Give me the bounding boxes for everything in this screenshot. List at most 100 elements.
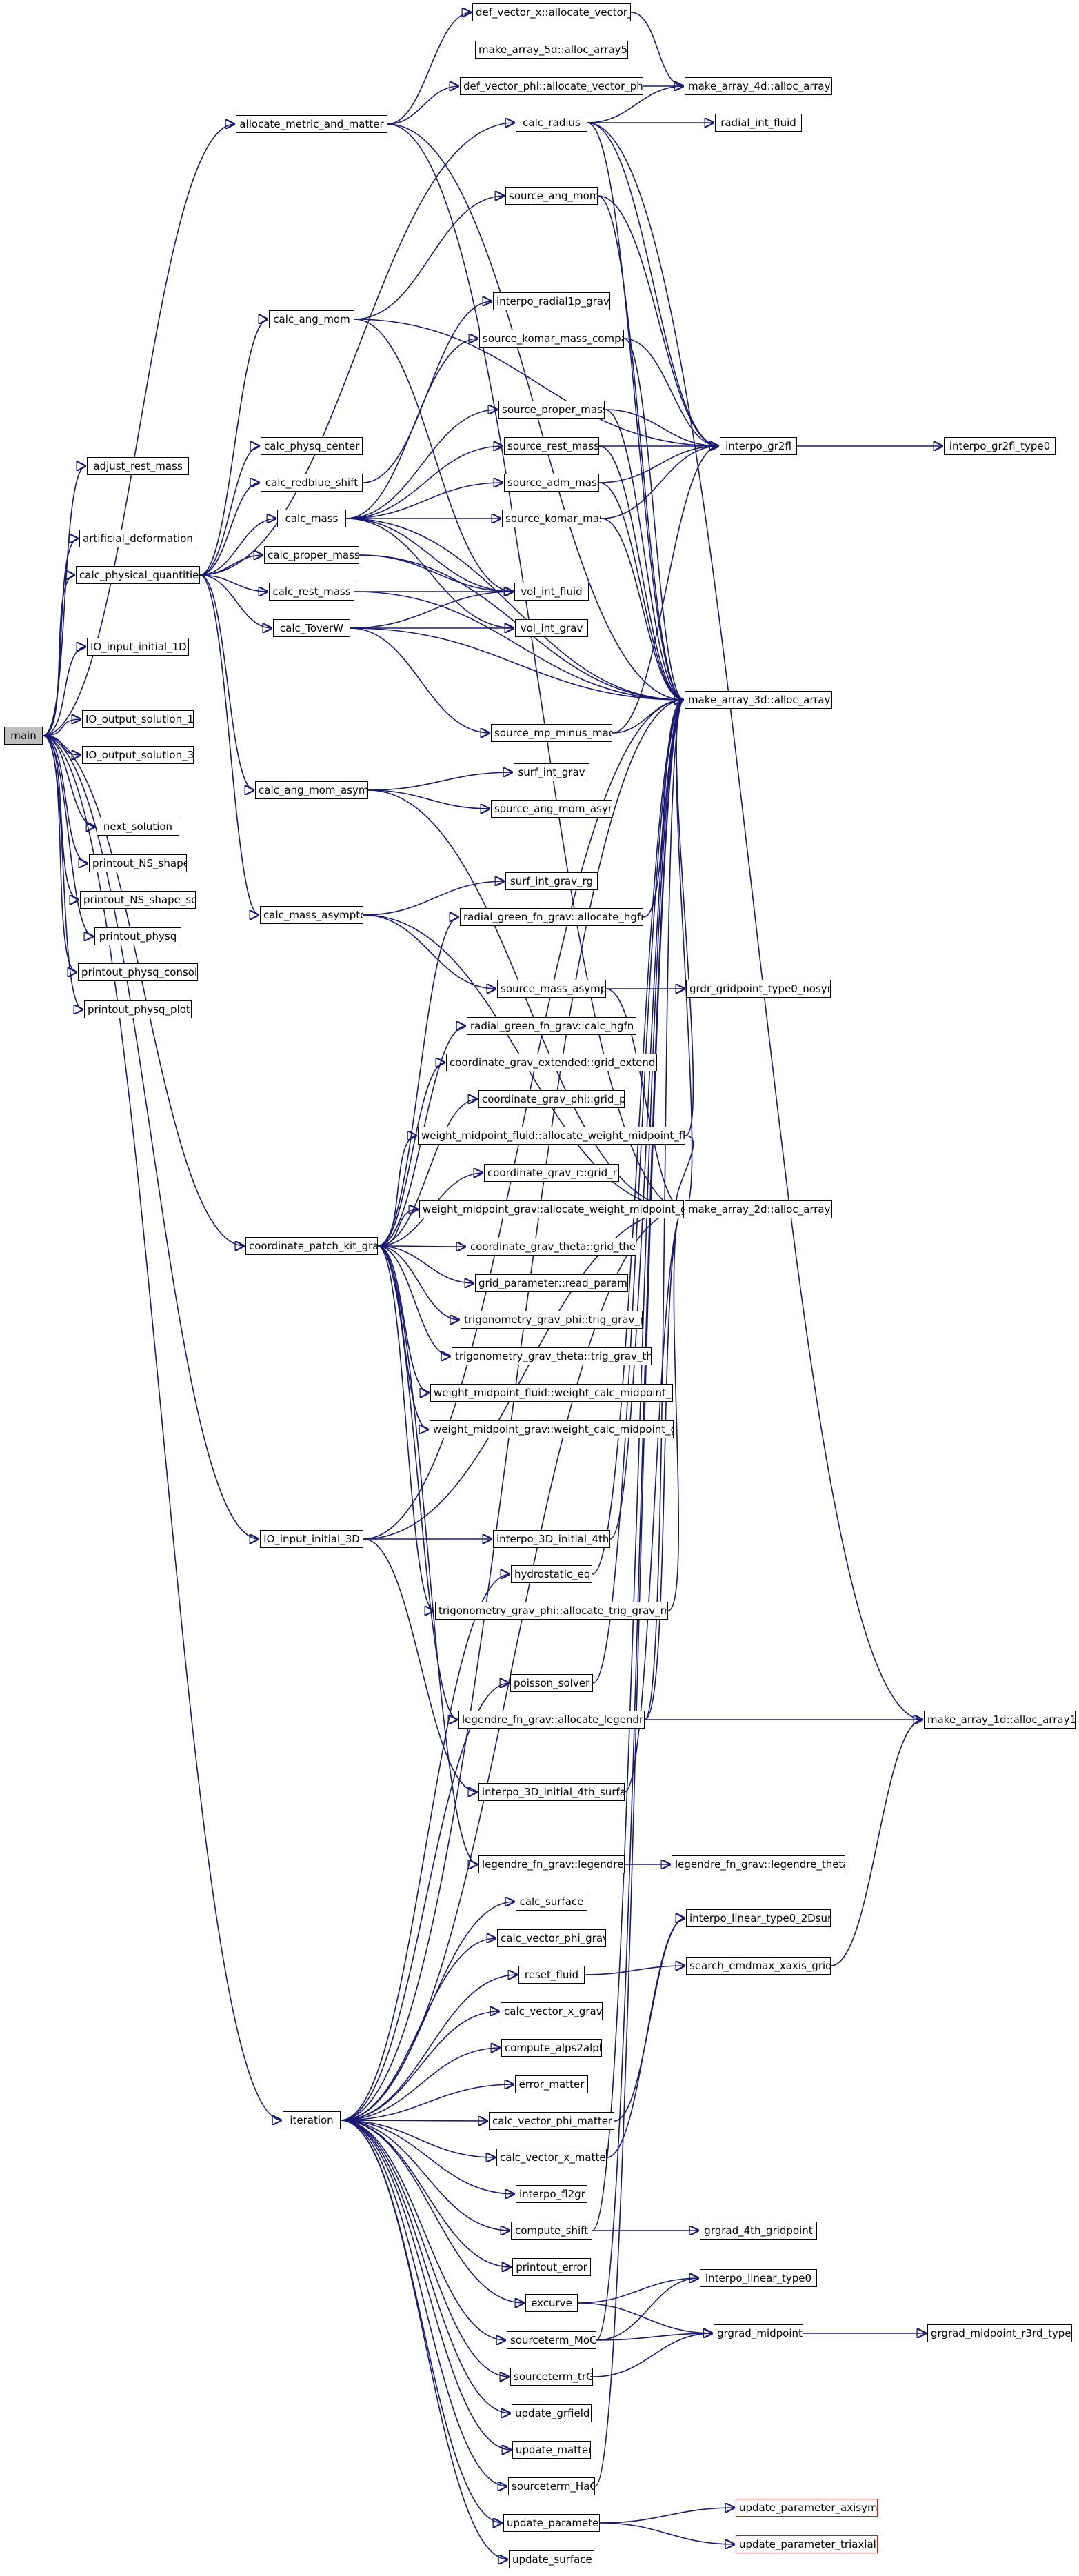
node-printout-physq-console[interactable]: printout_physq_console	[78, 963, 198, 981]
node-update-parameter-axisym[interactable]: update_parameter_axisym	[736, 2499, 878, 2517]
node-source-rest-mass[interactable]: source_rest_mass	[504, 437, 599, 455]
node-search-emdmax-xaxis-grid[interactable]: search_emdmax_xaxis_grid	[686, 1957, 831, 1975]
node-radial-int-fluid[interactable]: radial_int_fluid	[715, 114, 802, 132]
node-source-mp-minus-madm[interactable]: source_mp_minus_madm	[491, 724, 612, 742]
node-make-array-2d[interactable]: make_array_2d::alloc_array2d	[685, 1200, 832, 1218]
node-calc-rest-mass[interactable]: calc_rest_mass	[269, 583, 354, 601]
node-printout-physq[interactable]: printout_physq	[94, 927, 181, 945]
node-calc-radius[interactable]: calc_radius	[516, 114, 587, 132]
node-printout-physq-plot[interactable]: printout_physq_plot	[84, 1000, 192, 1018]
node-grgrad-midpoint[interactable]: grgrad_midpoint	[714, 2324, 803, 2342]
node-sourceterm-moc[interactable]: sourceterm_MoC	[507, 2331, 596, 2349]
node-allocate-metric-and-matter[interactable]: allocate_metric_and_matter	[236, 115, 387, 133]
node-printout-ns-shape-seq[interactable]: printout_NS_shape_seq	[80, 891, 196, 909]
node-adjust-rest-mass[interactable]: adjust_rest_mass	[87, 457, 189, 475]
node-interpo-radial1p-grav[interactable]: interpo_radial1p_grav	[493, 292, 610, 310]
node-read-parameter[interactable]: grid_parameter::read_parameter	[475, 1274, 628, 1292]
node-reset-fluid[interactable]: reset_fluid	[518, 1966, 585, 1984]
node-calc-physq-center[interactable]: calc_physq_center	[261, 437, 363, 455]
node-allocate-weight-midpoint-grav[interactable]: weight_midpoint_grav::allocate_weight_mi…	[419, 1200, 684, 1218]
node-interpo-3d-initial-4th-surface[interactable]: interpo_3D_initial_4th_surface	[478, 1783, 625, 1801]
node-trig-grav-phi[interactable]: trigonometry_grav_phi::trig_grav_phi	[461, 1311, 643, 1329]
node-calc-vector-phi-grav[interactable]: calc_vector_phi_grav	[497, 1929, 606, 1947]
node-calc-vector-x-matter[interactable]: calc_vector_x_matter	[496, 2149, 607, 2166]
node-source-ang-mom[interactable]: source_ang_mom	[505, 187, 598, 205]
node-calc-redblue-shift[interactable]: calc_redblue_shift	[261, 474, 363, 492]
node-update-surface[interactable]: update_surface	[509, 2550, 594, 2568]
node-radial-green-allocate-hgfn[interactable]: radial_green_fn_grav::allocate_hgfn	[460, 908, 643, 926]
node-allocate-weight-midpoint-fluid[interactable]: weight_midpoint_fluid::allocate_weight_m…	[418, 1127, 685, 1145]
node-iteration[interactable]: iteration	[283, 2111, 341, 2129]
node-grdr-gridpoint-type0-nosym[interactable]: grdr_gridpoint_type0_nosym	[686, 980, 831, 998]
node-legendre[interactable]: legendre_fn_grav::legendre	[478, 1855, 625, 1873]
node-calc-surface[interactable]: calc_surface	[516, 1893, 587, 1911]
node-compute-shift[interactable]: compute_shift	[511, 2222, 592, 2240]
node-error-matter[interactable]: error_matter	[515, 2075, 588, 2093]
node-source-ang-mom-asymp[interactable]: source_ang_mom_asymp	[491, 800, 612, 818]
node-def-vector-x[interactable]: def_vector_x::allocate_vector_x	[472, 3, 631, 21]
node-grid-extended[interactable]: coordinate_grav_extended::grid_extended	[446, 1054, 657, 1071]
node-weight-calc-midpoint-fluid[interactable]: weight_midpoint_fluid::weight_calc_midpo…	[430, 1384, 673, 1402]
node-interpo-linear-type0-2dsurf[interactable]: interpo_linear_type0_2Dsurf	[686, 1909, 831, 1927]
node-update-grfield[interactable]: update_grfield	[512, 2404, 592, 2422]
node-main[interactable]: main	[4, 727, 43, 745]
node-update-parameter[interactable]: update_parameter	[503, 2514, 600, 2532]
node-make-array-1d[interactable]: make_array_1d::alloc_array1d	[924, 1711, 1076, 1729]
node-source-komar-mass-compact[interactable]: source_komar_mass_compact	[479, 330, 624, 348]
node-grid-r[interactable]: coordinate_grav_r::grid_r	[484, 1164, 619, 1182]
node-grid-phi[interactable]: coordinate_grav_phi::grid_phi	[478, 1090, 625, 1108]
node-update-matter[interactable]: update_matter	[512, 2441, 591, 2459]
node-calc-ang-mom[interactable]: calc_ang_mom	[269, 310, 354, 328]
node-interpo-gr2fl[interactable]: interpo_gr2fl	[720, 437, 797, 455]
node-grid-theta[interactable]: coordinate_grav_theta::grid_theta	[467, 1238, 636, 1256]
node-calc-mass-asympto[interactable]: calc_mass_asympto	[260, 906, 363, 924]
node-interpo-gr2fl-type0[interactable]: interpo_gr2fl_type0	[944, 437, 1056, 455]
node-grgrad-4th-gridpoint[interactable]: grgrad_4th_gridpoint	[700, 2222, 817, 2240]
node-artificial-deformation[interactable]: artificial_deformation	[79, 530, 196, 547]
node-vol-int-grav[interactable]: vol_int_grav	[515, 619, 588, 637]
node-source-adm-mass[interactable]: source_adm_mass	[504, 474, 599, 492]
node-source-mass-asympto[interactable]: source_mass_asympto	[497, 980, 606, 998]
node-vol-int-fluid[interactable]: vol_int_fluid	[514, 583, 589, 601]
node-sourceterm-hac[interactable]: sourceterm_HaC	[508, 2477, 595, 2495]
node-printout-error[interactable]: printout_error	[512, 2258, 591, 2276]
node-weight-calc-midpoint-grav[interactable]: weight_midpoint_grav::weight_calc_midpoi…	[430, 1420, 674, 1438]
node-io-input-initial-3d[interactable]: IO_input_initial_3D	[260, 1530, 363, 1548]
node-sourceterm-trg[interactable]: sourceterm_trG	[510, 2368, 593, 2386]
node-legendre-theta[interactable]: legendre_fn_grav::legendre_theta	[672, 1855, 845, 1873]
node-next-solution[interactable]: next_solution	[97, 818, 179, 836]
node-excurve[interactable]: excurve	[525, 2294, 578, 2312]
node-radial-green-calc-hgfn[interactable]: radial_green_fn_grav::calc_hgfn	[467, 1017, 636, 1035]
node-trig-grav-theta[interactable]: trigonometry_grav_theta::trig_grav_theta	[452, 1347, 652, 1365]
node-calc-proper-mass[interactable]: calc_proper_mass	[264, 546, 359, 564]
node-calc-vector-x-grav[interactable]: calc_vector_x_grav	[501, 2002, 603, 2020]
node-compute-alps2alph[interactable]: compute_alps2alph	[501, 2039, 602, 2057]
node-source-komar-mass[interactable]: source_komar_mass	[502, 510, 601, 527]
node-poisson-solver[interactable]: poisson_solver	[510, 1674, 593, 1692]
node-interpo-fl2gr[interactable]: interpo_fl2gr	[516, 2185, 587, 2203]
node-surf-int-grav-rg[interactable]: surf_int_grav_rg	[505, 872, 598, 890]
node-surf-int-grav[interactable]: surf_int_grav	[514, 763, 589, 781]
node-interpo-linear-type0[interactable]: interpo_linear_type0	[700, 2269, 817, 2287]
node-allocate-trig-grav-mphi[interactable]: trigonometry_grav_phi::allocate_trig_gra…	[435, 1602, 668, 1620]
node-interpo-3d-initial-4th[interactable]: interpo_3D_initial_4th	[493, 1530, 610, 1548]
node-calc-ang-mom-asymp[interactable]: calc_ang_mom_asymp	[255, 781, 368, 799]
node-printout-ns-shape[interactable]: printout_NS_shape	[89, 854, 187, 872]
node-calc-physical-quantities[interactable]: calc_physical_quantities	[76, 566, 200, 584]
node-calc-vector-phi-matter[interactable]: calc_vector_phi_matter	[489, 2112, 614, 2130]
node-io-input-initial-1d[interactable]: IO_input_initial_1D	[87, 638, 189, 656]
node-calc-mass[interactable]: calc_mass	[277, 510, 346, 527]
node-grgrad-midpoint-r3rd-type0[interactable]: grgrad_midpoint_r3rd_type0	[927, 2324, 1072, 2342]
node-calc-toverw[interactable]: calc_ToverW	[273, 619, 350, 637]
node-io-output-solution-3d[interactable]: IO_output_solution_3D	[82, 746, 194, 764]
node-make-array-5d[interactable]: make_array_5d::alloc_array5d	[475, 41, 628, 59]
node-coordinate-patch-kit-grav[interactable]: coordinate_patch_kit_grav	[245, 1237, 378, 1255]
node-source-proper-mass[interactable]: source_proper_mass	[498, 401, 605, 419]
node-allocate-legendre[interactable]: legendre_fn_grav::allocate_legendre	[458, 1711, 645, 1729]
node-make-array-4d[interactable]: make_array_4d::alloc_array4d	[685, 77, 832, 95]
node-update-parameter-triaxial[interactable]: update_parameter_triaxial	[736, 2535, 878, 2553]
node-make-array-3d[interactable]: make_array_3d::alloc_array3d	[685, 691, 832, 709]
node-def-vector-phi[interactable]: def_vector_phi::allocate_vector_phi	[460, 77, 643, 95]
node-io-output-solution-1d[interactable]: IO_output_solution_1D	[82, 710, 194, 728]
node-hydrostatic-eq[interactable]: hydrostatic_eq	[511, 1565, 592, 1583]
